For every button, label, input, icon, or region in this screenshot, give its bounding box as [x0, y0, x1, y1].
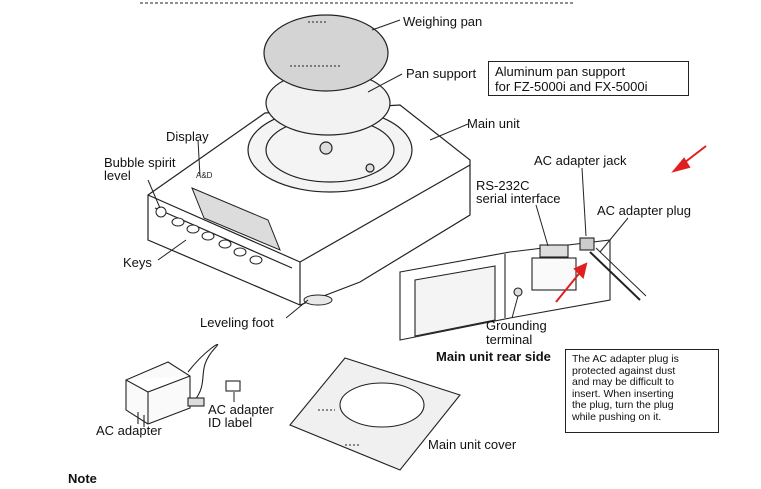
label-rs232c-2: serial interface: [476, 191, 561, 206]
label-weighing-pan: Weighing pan: [403, 14, 483, 29]
label-main-unit-rear-side: Main unit rear side: [436, 349, 551, 364]
label-ac-adapter: AC adapter: [96, 423, 162, 438]
pan-support-note-line2: for FZ-5000i and FX-5000i: [495, 79, 648, 94]
label-bubble-spirit-level-1: Bubble spirit: [104, 155, 176, 170]
pan-support-note-line1: Aluminum pan support: [495, 64, 626, 79]
brand-mark: A&D: [196, 171, 213, 180]
label-keys: Keys: [123, 255, 152, 270]
weighing-pan: [263, 14, 389, 92]
label-grounding-1: Grounding: [486, 318, 547, 333]
display-panel: [191, 187, 281, 251]
ac-adapter-illustration: [125, 343, 241, 427]
label-display: Display: [166, 129, 209, 144]
plug-note-box: The AC adapter plug is protected against…: [565, 349, 719, 433]
note-heading: Note: [68, 471, 97, 486]
plug-note-line: and may be difficult to: [572, 376, 674, 388]
plug-note-line: insert. When inserting: [572, 387, 674, 400]
id-label-tag: [225, 380, 241, 392]
plug-note-line: while pushing on it.: [572, 410, 662, 423]
rear-side-view: [399, 237, 647, 341]
ac-jack: [579, 237, 595, 251]
keys-row: [171, 217, 263, 265]
leader-lines: [147, 19, 629, 402]
main-unit-cover: [289, 357, 461, 471]
label-leveling-foot: Leveling foot: [200, 315, 274, 330]
plug-note-line: the plug, turn the plug: [572, 399, 674, 411]
label-ac-adapter-id-1: AC adapter: [208, 402, 274, 417]
plug-note-line: The AC adapter plug is: [572, 353, 679, 365]
label-main-unit: Main unit: [467, 116, 520, 131]
rs232c-port: [539, 244, 569, 258]
grounding-screw: [513, 287, 523, 297]
pan-support-note-box: Aluminum pan support for FZ-5000i and FX…: [488, 61, 689, 96]
leveling-foot: [303, 294, 333, 306]
bubble-level-icon: [155, 206, 167, 218]
label-bubble-spirit-level-2: level: [104, 168, 131, 183]
plug-note-line: protected against dust: [572, 364, 676, 377]
red-arrows: [555, 145, 707, 303]
label-ac-adapter-plug: AC adapter plug: [597, 203, 691, 218]
label-main-unit-cover: Main unit cover: [428, 437, 517, 452]
main-unit-body: [147, 104, 471, 306]
label-ac-adapter-id-2: ID label: [208, 415, 253, 430]
label-grounding-2: terminal: [486, 332, 533, 347]
label-ac-adapter-jack: AC adapter jack: [534, 153, 627, 168]
label-pan-support: Pan support: [406, 66, 477, 81]
label-rs232c-1: RS-232C: [476, 178, 530, 193]
